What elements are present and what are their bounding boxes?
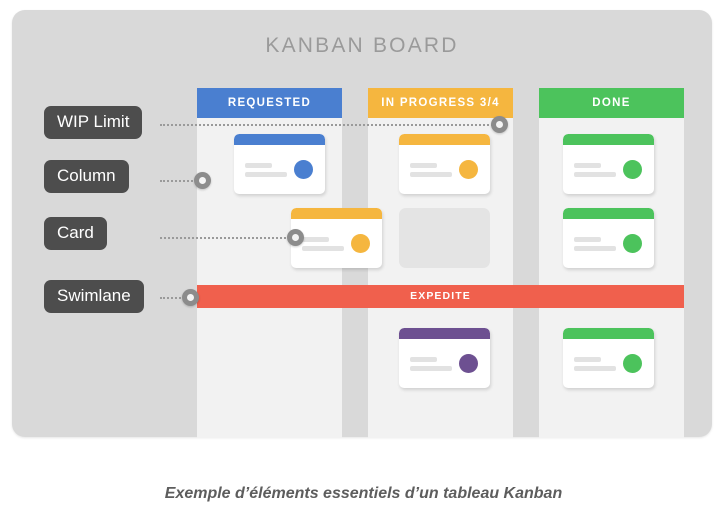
card-text-line <box>574 237 601 242</box>
card-text-line <box>410 172 452 177</box>
card-text-line <box>574 366 616 371</box>
connector-line-swimlane <box>160 297 196 299</box>
card-text-line <box>302 237 329 242</box>
annotation-label-swimlane: Swimlane <box>44 280 144 313</box>
card-accent-bar <box>399 134 490 145</box>
card-body <box>234 145 325 194</box>
connector-line-wip-limit <box>160 124 500 126</box>
figure-caption: Exemple d’éléments essentiels d’un table… <box>164 485 563 502</box>
card-avatar-dot <box>351 234 370 253</box>
card-text-line <box>410 357 437 362</box>
card-body <box>399 339 490 388</box>
card-accent-bar <box>291 208 382 219</box>
card-accent-bar <box>563 208 654 219</box>
kanban-card[interactable] <box>563 134 654 194</box>
kanban-card[interactable] <box>399 134 490 194</box>
annotation-label-card: Card <box>44 217 107 250</box>
connector-line-column <box>160 180 204 182</box>
connector-line-card <box>160 237 298 239</box>
column-header-in-progress: IN PROGRESS 3/4 <box>368 88 513 118</box>
card-body <box>563 219 654 268</box>
connector-dot-column <box>194 172 211 189</box>
kanban-card[interactable] <box>563 208 654 268</box>
card-accent-bar <box>399 328 490 339</box>
card-avatar-dot <box>623 354 642 373</box>
swimlane-label: EXPEDITE <box>410 290 471 302</box>
card-text-line <box>574 357 601 362</box>
card-body <box>399 145 490 194</box>
column-header-requested: REQUESTED <box>197 88 342 118</box>
card-body <box>563 145 654 194</box>
connector-dot-swimlane <box>182 289 199 306</box>
kanban-card[interactable] <box>563 328 654 388</box>
card-text-line <box>245 172 287 177</box>
card-accent-bar <box>234 134 325 145</box>
card-avatar-dot <box>623 160 642 179</box>
kanban-card-dragging[interactable] <box>291 208 382 268</box>
card-text-line <box>574 246 616 251</box>
card-body <box>563 339 654 388</box>
annotation-label-column: Column <box>44 160 129 193</box>
kanban-card[interactable] <box>399 328 490 388</box>
kanban-card[interactable] <box>234 134 325 194</box>
card-avatar-dot <box>294 160 313 179</box>
card-text-line <box>574 163 601 168</box>
kanban-empty-slot[interactable] <box>399 208 490 268</box>
connector-dot-card <box>287 229 304 246</box>
swimlane-expedite[interactable]: EXPEDITE <box>197 285 684 308</box>
card-avatar-dot <box>459 354 478 373</box>
card-text-line <box>410 366 452 371</box>
card-accent-bar <box>563 328 654 339</box>
board-title: KANBAN BOARD <box>265 34 459 57</box>
card-avatar-dot <box>459 160 478 179</box>
kanban-board-frame: KANBAN BOARD REQUESTED IN PROGRESS 3/4 D… <box>12 10 712 438</box>
card-text-line <box>302 246 344 251</box>
column-header-done: DONE <box>539 88 684 118</box>
card-accent-bar <box>563 134 654 145</box>
card-text-line <box>410 163 437 168</box>
card-text-line <box>245 163 272 168</box>
card-avatar-dot <box>623 234 642 253</box>
card-body <box>291 219 382 268</box>
annotation-label-wip-limit: WIP Limit <box>44 106 143 139</box>
connector-dot-wip-limit <box>491 116 508 133</box>
card-text-line <box>574 172 616 177</box>
